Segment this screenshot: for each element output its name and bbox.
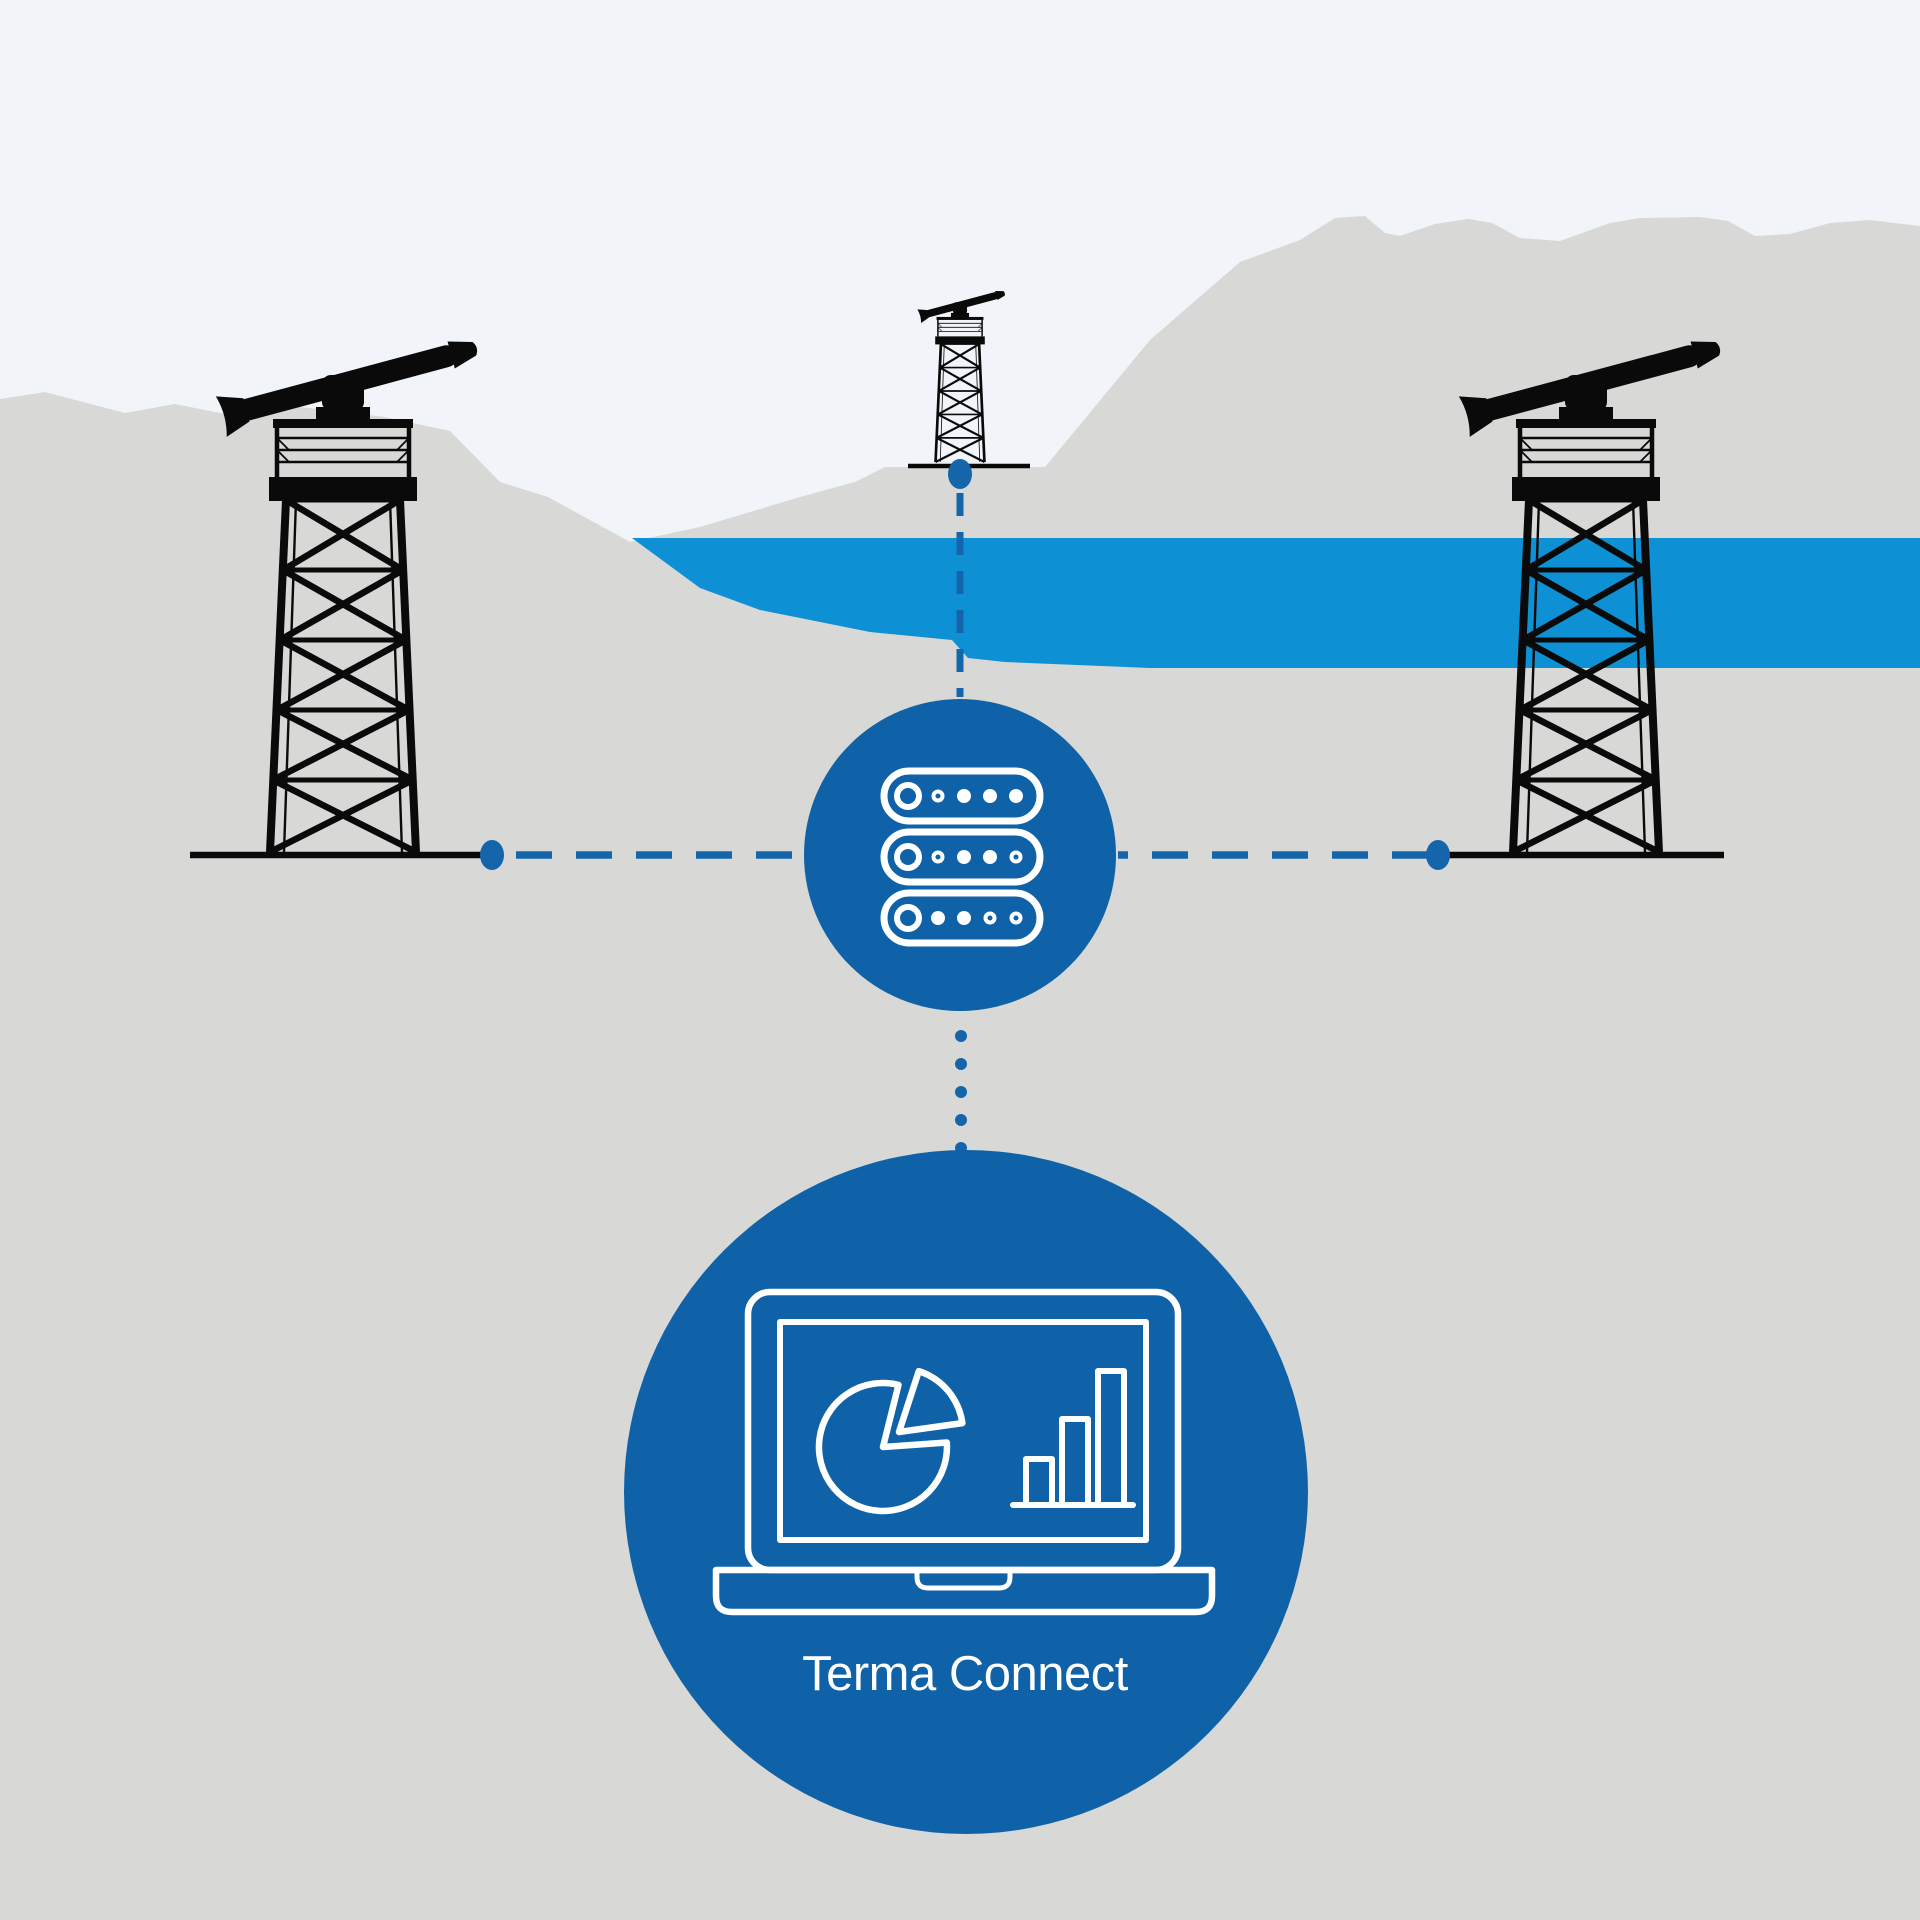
laptop-base-notch — [914, 1569, 1013, 1591]
hub-node — [804, 699, 1116, 1011]
pie-chart-icon — [815, 1367, 966, 1515]
client-node: Terma Connect — [624, 1150, 1308, 1834]
link-left-tower-to-hub — [480, 840, 806, 870]
link-right-tower-to-hub — [1118, 840, 1450, 870]
link-endpoint-dot — [948, 459, 972, 489]
terma-connect-label: Terma Connect — [802, 1647, 1129, 1701]
bar-chart-icon — [1010, 1368, 1136, 1508]
link-endpoint-dot — [1426, 840, 1450, 870]
client-circle — [624, 1150, 1308, 1834]
link-center-tower-to-hub — [948, 459, 972, 697]
laptop-analytics-icon — [712, 1288, 1216, 1616]
link-endpoint-dot — [480, 840, 504, 870]
server-rack-icon — [880, 767, 1044, 947]
laptop-screen-inner — [777, 1319, 1149, 1543]
laptop-base — [712, 1566, 1216, 1616]
